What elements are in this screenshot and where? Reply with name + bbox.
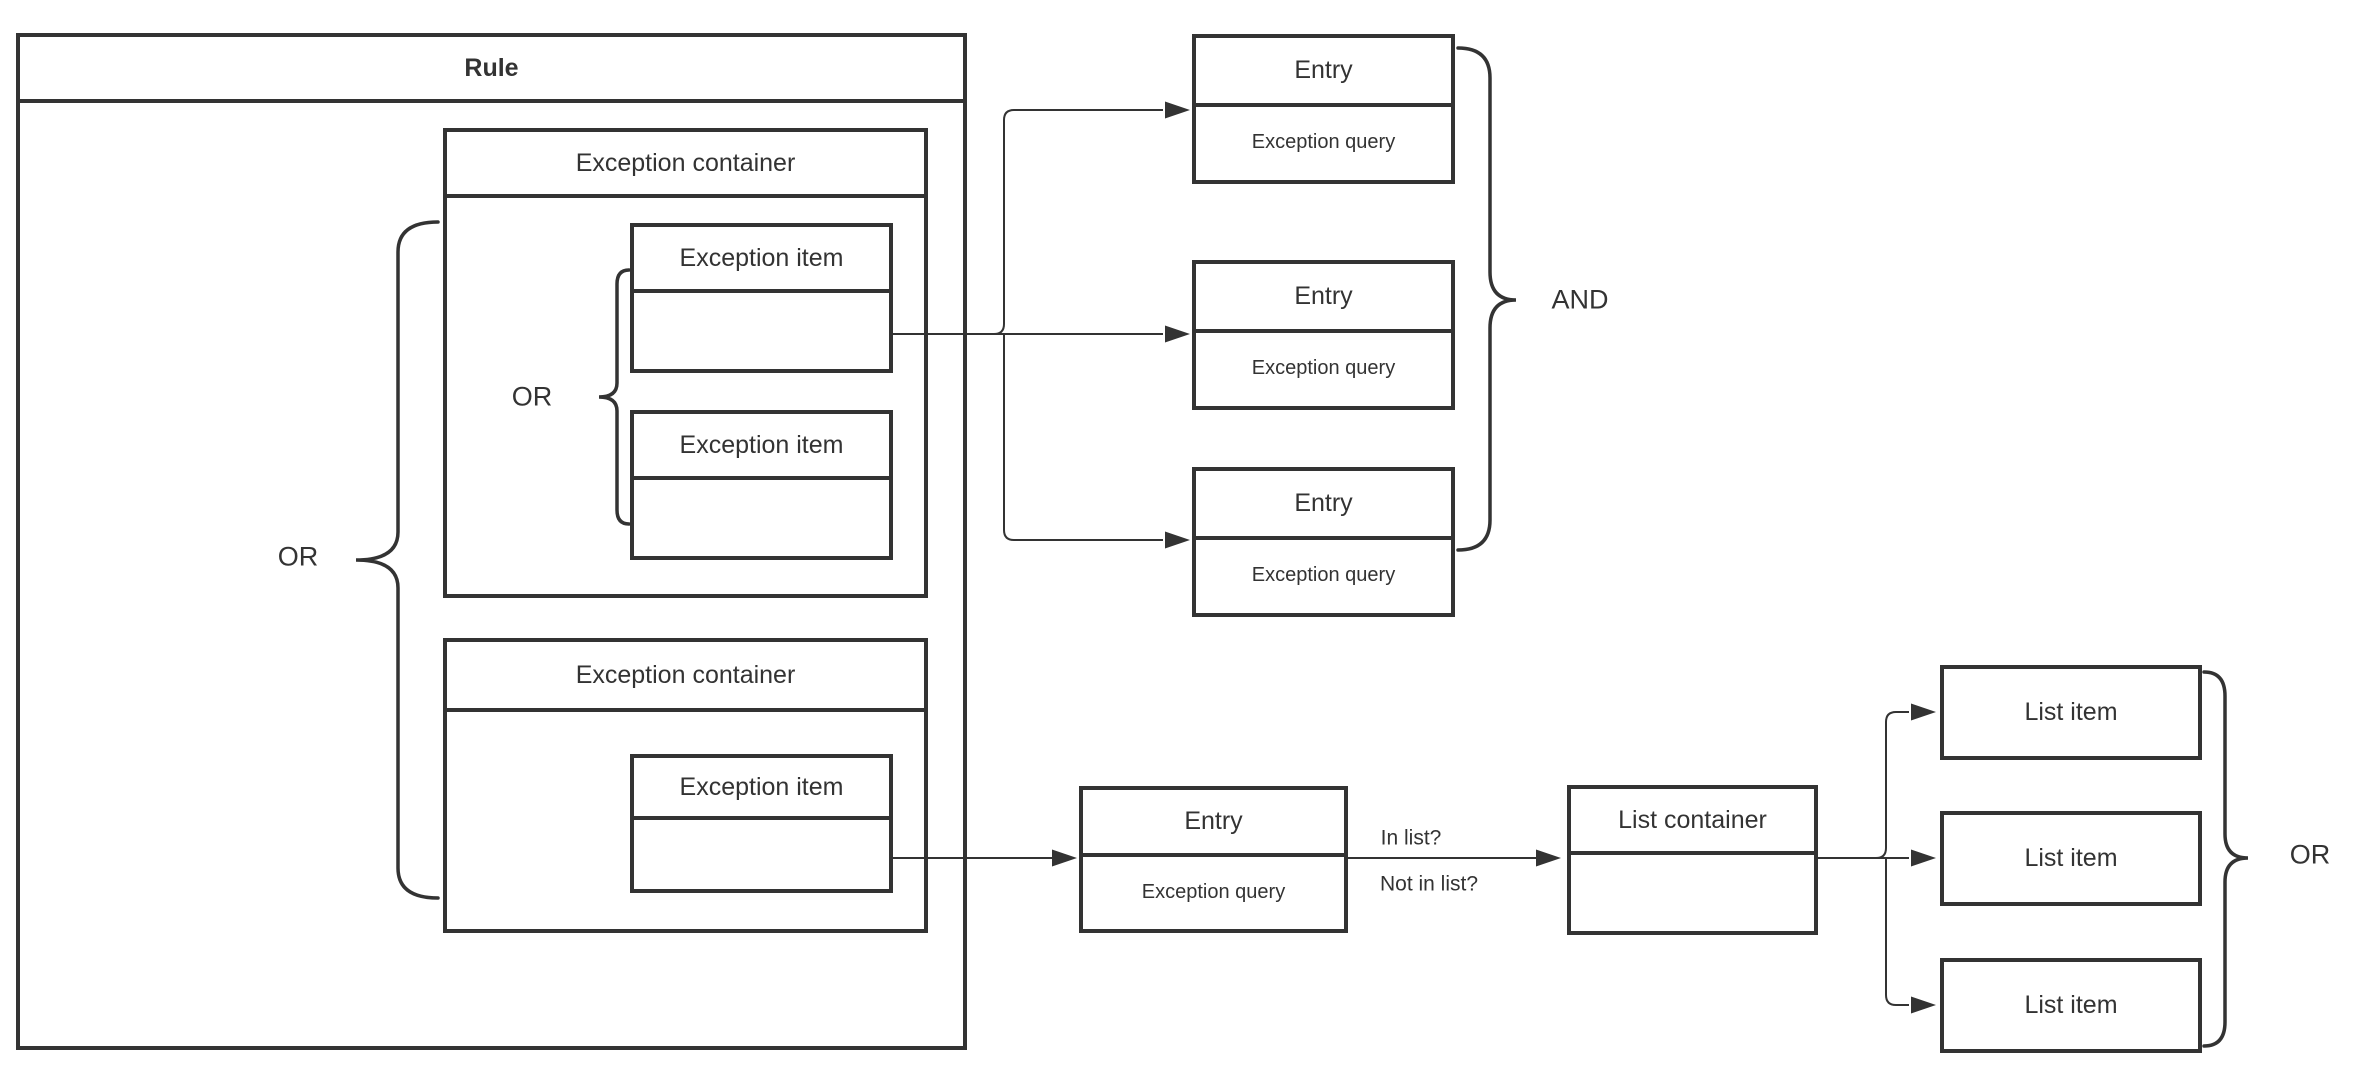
entry-3: Entry Exception query [1192,467,1455,617]
rule-title: Rule [20,37,963,103]
entry-3-query: Exception query [1251,564,1396,586]
exception-container-1-title: Exception container [447,132,924,198]
list-item-3: List item [1940,958,2202,1053]
list-container: List container [1567,785,1818,935]
entry-1-title: Entry [1196,38,1451,107]
exception-item-a: Exception item [630,223,893,373]
list-or-brace [2202,670,2249,1048]
and-brace [1456,46,1517,552]
arrowhead-list-item-1 [1911,703,1936,721]
connector-itema-to-entry1 [993,109,1163,335]
arrowhead-entry-4 [1052,849,1077,867]
list-item-1-label: List item [2024,698,2118,726]
entry-2: Entry Exception query [1192,260,1455,410]
exception-item-b-body [634,480,889,556]
list-or-label: OR [2289,839,2331,870]
outer-or-label: OR [277,541,319,572]
arrowhead-entry-1 [1165,101,1190,119]
exception-item-a-label: Exception item [634,227,889,293]
exception-item-b: Exception item [630,410,893,560]
arrowhead-list-container [1536,849,1561,867]
in-list-label: In list? [1380,826,1442,850]
arrowhead-list-item-3 [1911,996,1936,1014]
entry-4-title: Entry [1083,790,1344,857]
entry-1-query: Exception query [1251,131,1396,153]
arrowhead-entry-3 [1165,531,1190,549]
entry-4-query: Exception query [1141,881,1286,903]
connector-listcontainer-to-item3 [1885,858,1909,1006]
list-item-1: List item [1940,665,2202,760]
list-item-2: List item [1940,811,2202,906]
not-in-list-label: Not in list? [1379,872,1479,896]
list-container-title: List container [1571,789,1814,855]
entry-3-title: Entry [1196,471,1451,540]
entry-2-title: Entry [1196,264,1451,333]
exception-item-b-label: Exception item [634,414,889,480]
list-item-3-label: List item [2024,991,2118,1019]
inner-or-label: OR [511,381,553,412]
entry-4: Entry Exception query [1079,786,1348,933]
arrowhead-list-item-2 [1911,849,1936,867]
exception-container-2-title: Exception container [447,642,924,712]
exception-item-c-body [634,820,889,889]
list-item-2-label: List item [2024,844,2118,872]
list-container-body [1571,855,1814,931]
exception-item-a-body [634,293,889,369]
and-label: AND [1551,284,1609,315]
connector-listcontainer-to-item1 [1875,711,1909,859]
entry-1: Entry Exception query [1192,34,1455,184]
exception-item-c: Exception item [630,754,893,893]
entry-2-query: Exception query [1251,357,1396,379]
connector-itema-to-entry3 [1003,334,1163,541]
exception-item-c-label: Exception item [634,758,889,820]
arrowhead-entry-2 [1165,325,1190,343]
